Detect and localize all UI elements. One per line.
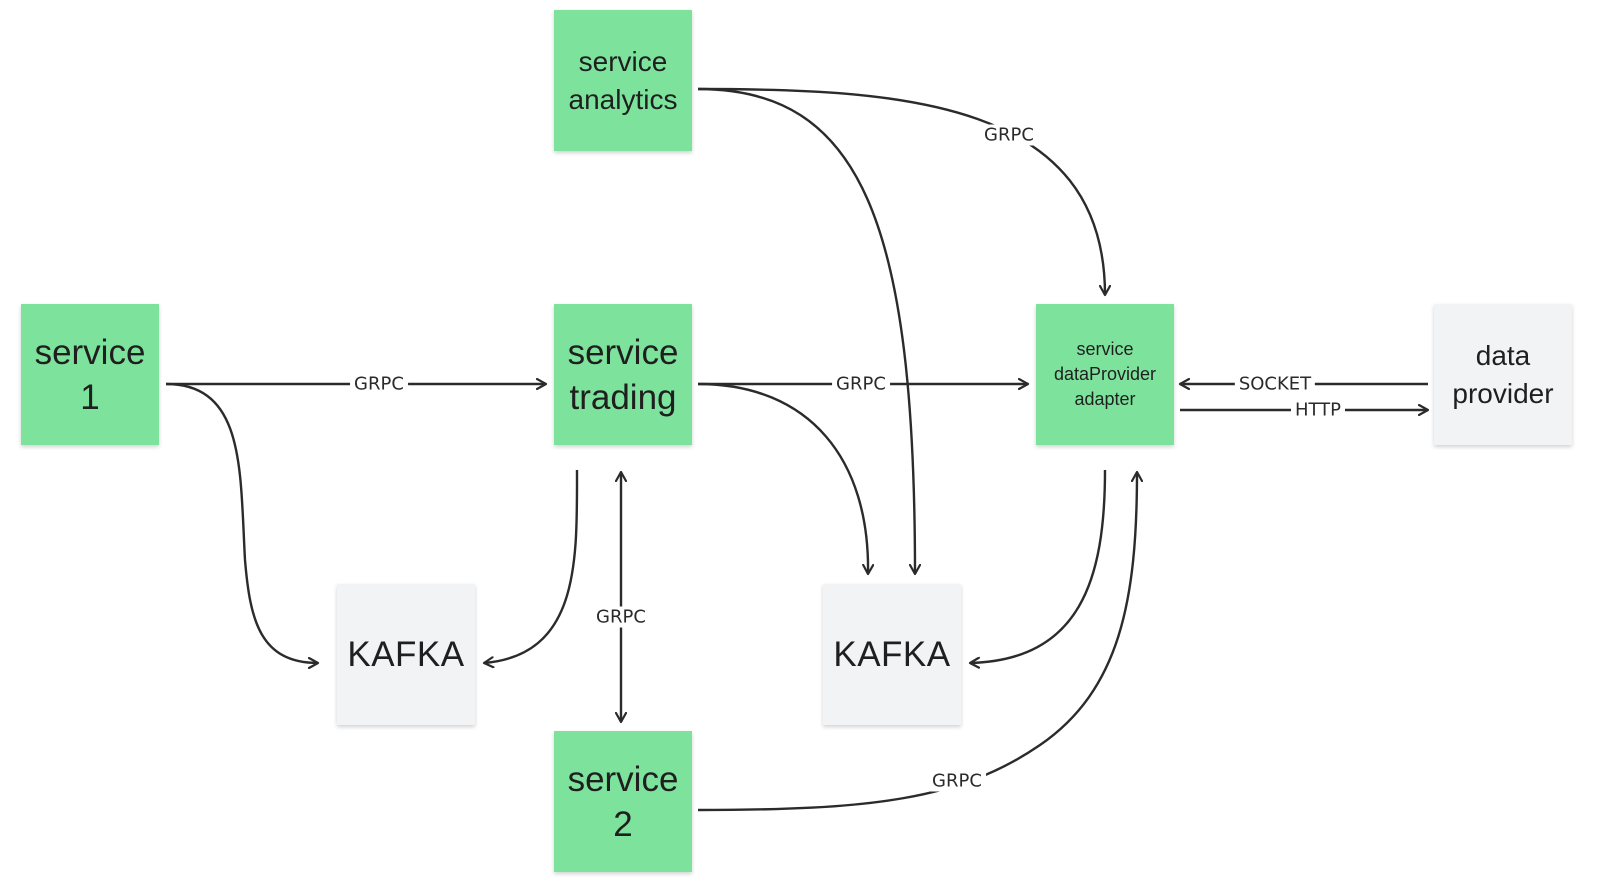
node-label-line: data — [1475, 339, 1531, 371]
node-label-line: service — [578, 45, 668, 77]
edge-trading-to-kafka-right — [697, 382, 868, 574]
edge-label-grpc: GRPC — [928, 770, 986, 792]
node-label-line: 1 — [80, 377, 100, 417]
node-service-1[interactable]: service 1 — [21, 304, 159, 445]
node-label-line: service — [1076, 339, 1134, 359]
node-label-line: provider — [1452, 377, 1554, 409]
node-data-provider[interactable]: data provider — [1434, 304, 1572, 445]
edge-label-grpc: GRPC — [980, 124, 1038, 146]
edge-trading-to-kafka-left — [484, 469, 579, 663]
node-label: KAFKA — [347, 634, 465, 674]
node-service-dataprovider-adapter[interactable]: service dataProvider adapter — [1036, 304, 1174, 445]
node-label-line: adapter — [1074, 389, 1136, 409]
edge-label-grpc: GRPC — [350, 373, 408, 395]
edge-analytics-to-adapter — [697, 87, 1105, 295]
edge-service1-to-kafka-left — [165, 382, 318, 663]
node-label-line: analytics — [568, 83, 678, 115]
node-service-trading[interactable]: service trading — [554, 304, 692, 445]
edge-label-grpc: GRPC — [832, 373, 890, 395]
node-label-line: trading — [569, 377, 677, 417]
node-label: KAFKA — [833, 634, 951, 674]
node-kafka-left[interactable]: KAFKA — [337, 584, 475, 725]
node-service-analytics[interactable]: service analytics — [554, 10, 692, 151]
node-label-line: service — [567, 332, 679, 372]
edge-adapter-to-kafka-right — [970, 469, 1107, 663]
node-label-line: service — [567, 759, 679, 799]
node-label-line: dataProvider — [1053, 364, 1157, 384]
edge-service2-to-adapter — [697, 472, 1137, 812]
edge-label-grpc: GRPC — [592, 606, 650, 628]
node-kafka-right[interactable]: KAFKA — [823, 584, 961, 725]
edge-analytics-to-kafka-right — [697, 87, 915, 574]
edge-label-socket: SOCKET — [1234, 373, 1316, 395]
edge-label-http: HTTP — [1290, 399, 1346, 421]
node-service-2[interactable]: service 2 — [554, 731, 692, 872]
node-label-line: 2 — [613, 804, 633, 844]
node-label-line: service — [34, 332, 146, 372]
